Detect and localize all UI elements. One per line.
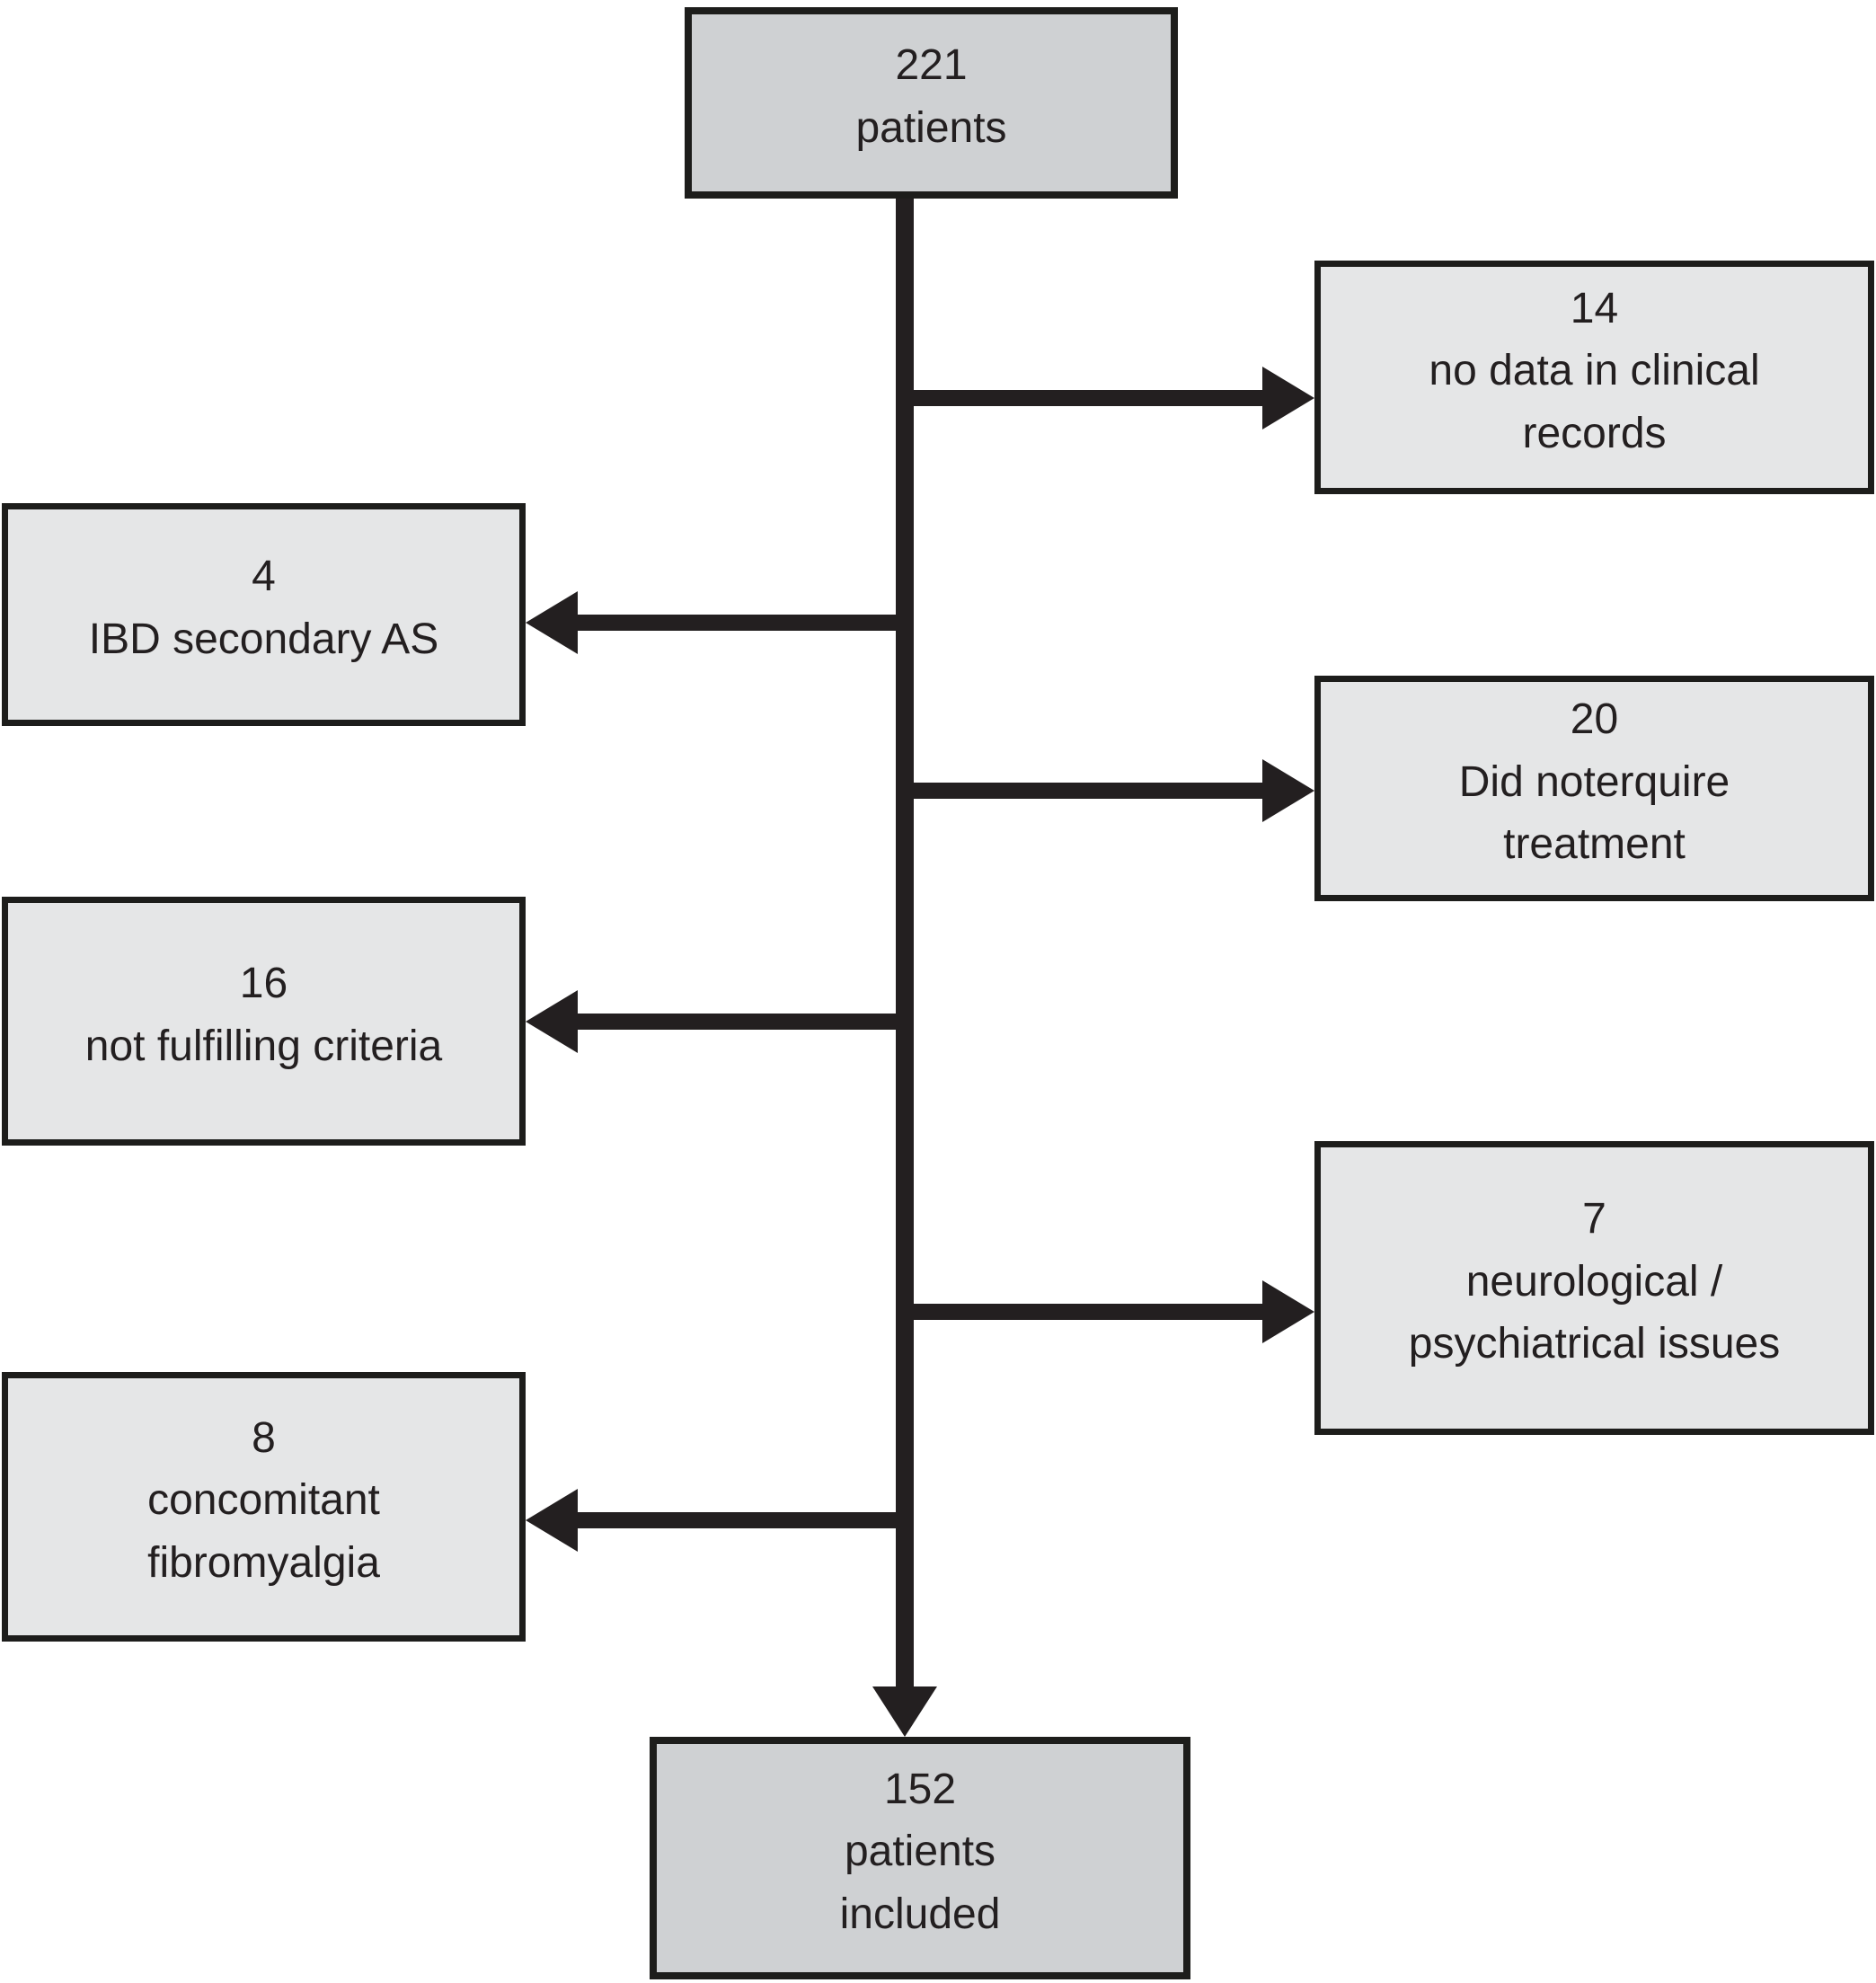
node-did-not-require-treatment: 20 Did noterquire treatment bbox=[1314, 676, 1874, 901]
node-count: 16 bbox=[239, 959, 288, 1007]
node-label: neurological / bbox=[1465, 1257, 1723, 1306]
main-flow-line bbox=[896, 199, 914, 1686]
left-arrow-icon bbox=[526, 591, 578, 654]
node-label: treatment bbox=[1503, 820, 1686, 869]
node-label: not fulfilling criteria bbox=[84, 1022, 443, 1070]
node-count: 152 bbox=[883, 1765, 957, 1813]
right-arrow-icon bbox=[1262, 367, 1314, 429]
node-label: fibromyalgia bbox=[147, 1538, 380, 1587]
node-count: 7 bbox=[1582, 1195, 1606, 1244]
node-label: concomitant bbox=[147, 1476, 380, 1525]
right-arrow-icon bbox=[1262, 759, 1314, 822]
node-label: records bbox=[1522, 409, 1667, 457]
node-not-fulfilling-criteria: 16 not fulfilling criteria bbox=[2, 897, 526, 1146]
node-patients-included: 152 patients included bbox=[650, 1737, 1190, 1979]
down-arrow-icon bbox=[872, 1686, 937, 1737]
node-label: patients bbox=[844, 1828, 996, 1876]
node-total-patients: 221 patients bbox=[685, 7, 1178, 199]
branch-line-ibd bbox=[576, 615, 914, 631]
node-count: 4 bbox=[252, 553, 276, 601]
node-ibd-secondary-as: 4 IBD secondary AS bbox=[2, 503, 526, 726]
node-label: IBD secondary AS bbox=[88, 615, 439, 663]
left-arrow-icon bbox=[526, 1489, 578, 1552]
branch-line-no-treatment bbox=[905, 783, 1264, 799]
branch-line-no-data bbox=[905, 390, 1264, 406]
branch-line-fibromyalgia bbox=[576, 1512, 914, 1528]
node-count: 20 bbox=[1570, 695, 1619, 744]
node-label: no data in clinical bbox=[1429, 347, 1760, 395]
branch-line-criteria bbox=[576, 1014, 914, 1030]
node-count: 221 bbox=[895, 40, 968, 89]
node-count: 8 bbox=[252, 1413, 276, 1462]
node-count: 14 bbox=[1570, 284, 1619, 332]
node-label: Did noterquire bbox=[1458, 757, 1730, 806]
node-concomitant-fibromyalgia: 8 concomitant fibromyalgia bbox=[2, 1372, 526, 1642]
node-label: psychiatrical issues bbox=[1408, 1320, 1781, 1368]
left-arrow-icon bbox=[526, 990, 578, 1053]
node-label: patients bbox=[855, 103, 1007, 152]
right-arrow-icon bbox=[1262, 1280, 1314, 1343]
node-neurological-psychiatrical-issues: 7 neurological / psychiatrical issues bbox=[1314, 1141, 1874, 1435]
node-label: included bbox=[839, 1890, 1001, 1938]
branch-line-neuro bbox=[905, 1304, 1264, 1320]
node-no-data-in-clinical-records: 14 no data in clinical records bbox=[1314, 261, 1874, 494]
